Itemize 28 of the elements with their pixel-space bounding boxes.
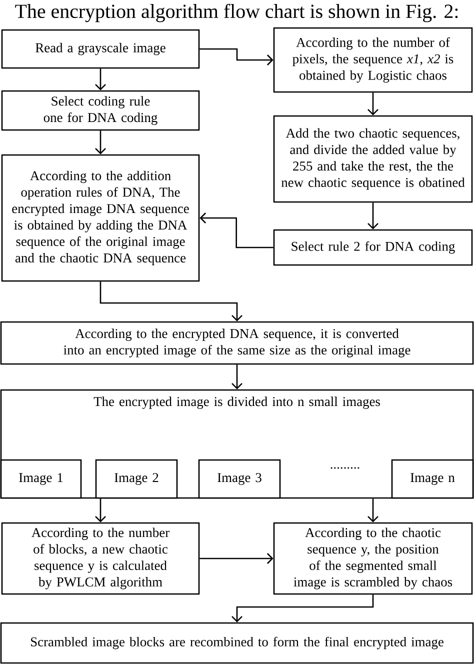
process-box: According to the number of blocks, a new chaotic sequence y is calculated by PWLCM algorithm [1,522,200,595]
process-box: According to the number of pixels, the sequence x1, x2 is obtained by Logistic chaos [273,27,473,93]
arrow [368,202,378,230]
ellipsis: ......... [330,467,360,469]
process-box: Read a grayscale image [1,29,200,69]
image-box: Image n [391,459,474,499]
arrow [232,364,242,390]
arrow [100,282,242,322]
process-box: Scrambled image blocks are recombined to form the final encrypted image [0,622,474,664]
title: The encryption algorithm flow chart is shown in Fig. 2: [15,4,458,22]
arrow [200,553,274,564]
arrow [95,498,106,522]
process-box: Select rule 2 for DNA coding [273,229,473,266]
image-box: Image 3 [198,459,281,499]
process-box: According to the addition operation rules of DNA, The encrypted image DNA sequence is obtained by adding the DNA sequence of the original image and the chaotic DNA sequence [1,154,200,282]
process-box: Select coding rule one for DNA coding [1,90,200,131]
arrow [200,212,274,248]
arrow [95,130,106,154]
arrow [368,498,378,522]
image-box: Image 1 [0,459,82,499]
arrow [95,68,106,90]
image-box: Image 2 [95,459,178,499]
arrow [368,92,378,116]
process-box: According to the encrypted DNA sequence, it is converted into an encrypted image of the same size as the original image [0,321,474,365]
arrow [200,48,274,66]
process-box: According to the chaotic sequence y, the position of the segmented small image is scrambled by chaos [273,522,473,595]
arrow [232,594,374,622]
process-box: Add the two chaotic sequences, and divide the added value by 255 and take the rest, the the new chaotic sequence is obatined [273,115,473,203]
